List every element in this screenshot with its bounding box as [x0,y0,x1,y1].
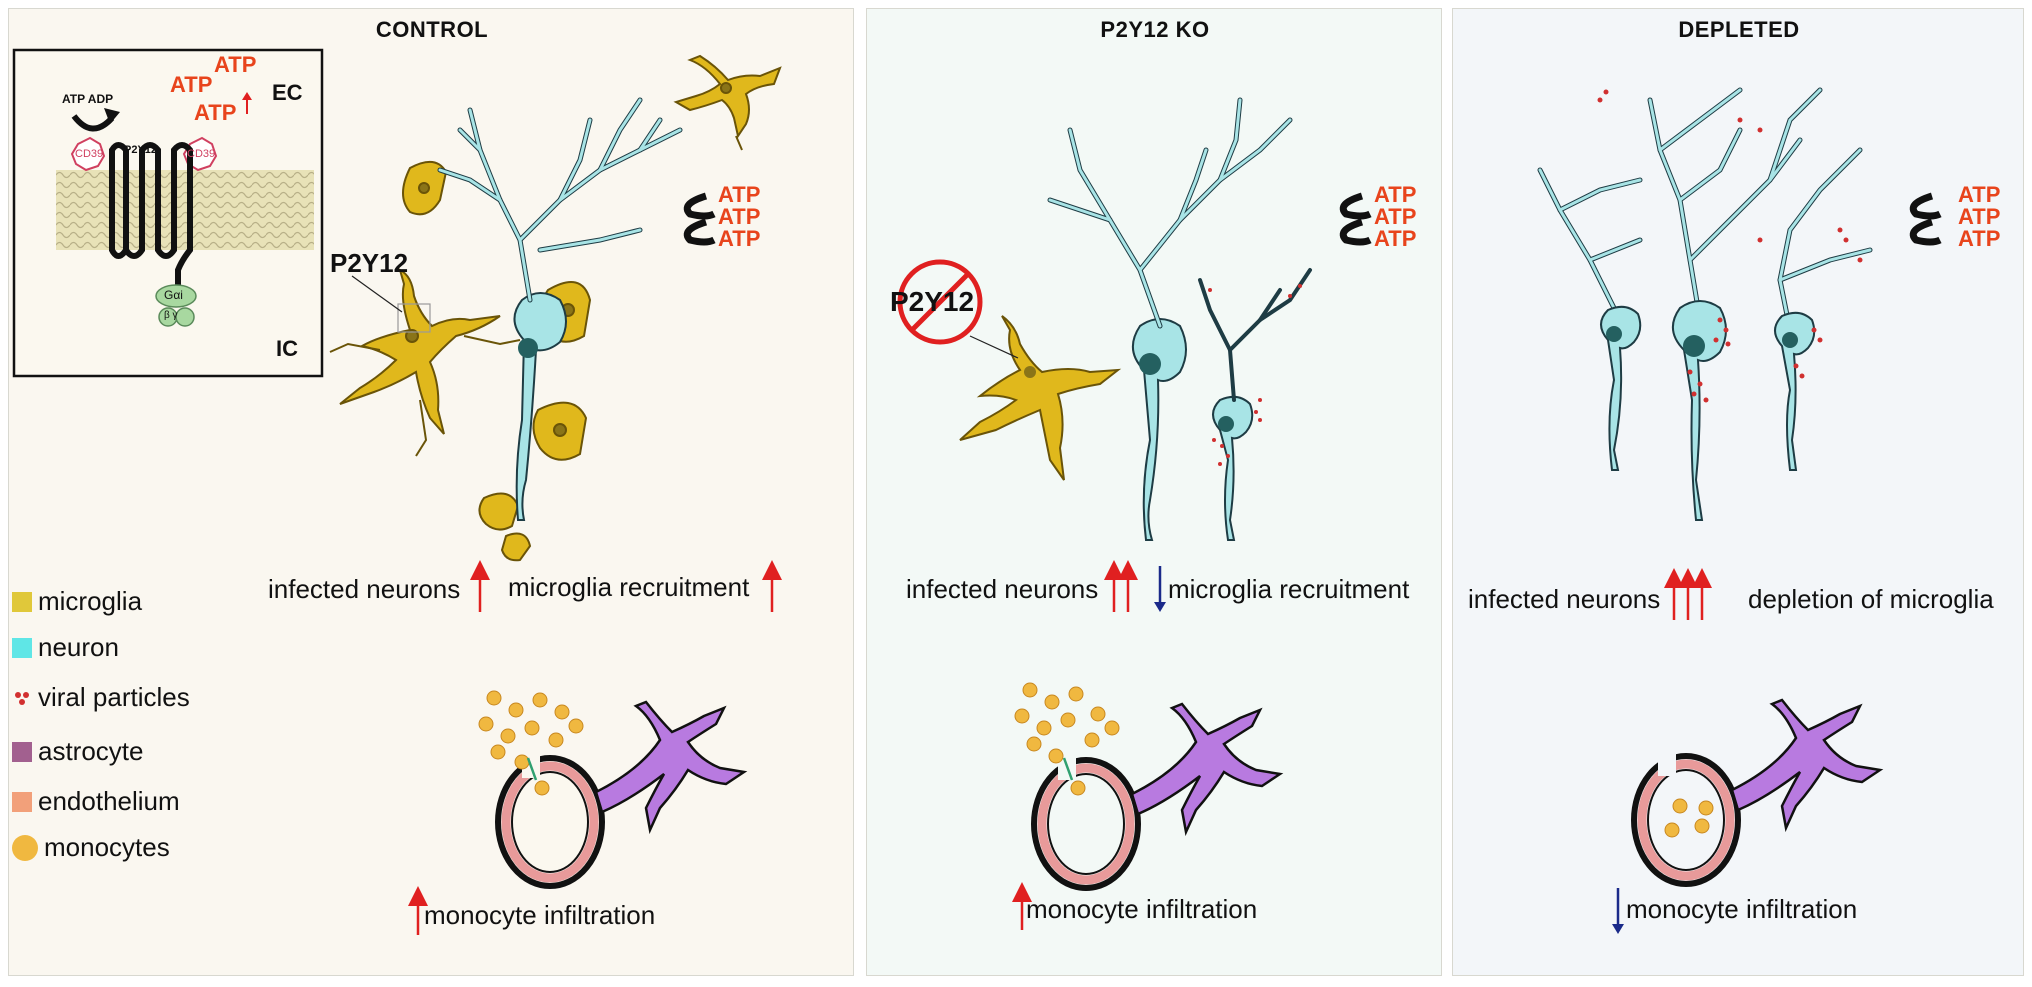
legend-label-viral-particles: viral particles [38,682,190,712]
control-microglia-processes [329,135,743,457]
control-astrocyte [594,700,748,835]
ko-neuron-1-nucleus [1139,353,1161,375]
ko-atp-2: ATP [1374,204,1417,229]
inset-betagamma-label: β γ [164,310,178,321]
depleted-viral-particles [1597,89,1863,403]
control-microglia-ramified [339,268,501,435]
legend-swatch-endothelium [12,791,32,812]
ko-atp-1: ATP [1374,182,1417,207]
legend-swatch-neuron [12,637,32,658]
legend-item-viral-particles: viral particles [12,682,190,713]
inset-galpha-label: Gαi [164,288,183,302]
control-microglia-amoeboid-4 [478,492,520,531]
depleted-atp-release-arrows [1909,192,1942,246]
cd39-left-icon [70,136,106,172]
atp-adp-conversion-arrow [71,114,115,132]
legend-item-endothelium: endothelium [12,786,180,817]
depleted-neuron-dendrites [1537,87,1873,333]
legend-swatch-viral-particles [12,688,32,708]
ko-microglia-nucleus [1024,366,1036,378]
ko-atp-3: ATP [1374,226,1417,251]
legend-label-microglia: microglia [38,586,143,616]
p2y12-pointer-line [351,275,403,313]
control-extravasation-arrow [526,757,538,781]
inset-atp-adp-label: ATP ADP [62,92,114,106]
p2y12-receptor-icon [123,142,193,300]
ko-neuron-2-dendrites [1198,268,1312,402]
panel-p2y12-ko: P2Y12 KO [866,8,1442,976]
inset-ic-label: IC [276,336,298,361]
ko-pointer-line [969,335,1019,359]
legend-item-monocytes: monocytes [12,832,170,863]
depleted-astrocyte [1730,698,1884,833]
g-alpha-icon [155,284,197,308]
ko-neuron-2 [1212,395,1254,541]
legend-swatch-monocytes [12,834,38,861]
p2y12-highlight-box [397,303,431,333]
control-atp-1: ATP [718,182,761,207]
depleted-atp-2: ATP [1958,204,2001,229]
ko-neuron-1 [1132,318,1187,541]
legend-item-neuron: neuron [12,632,119,663]
depleted-blood-vessel [1631,750,1741,887]
control-monocyte-infiltration-caption: monocyte infiltration [424,900,656,930]
inset-membrane-box [12,48,324,378]
cell-membrane [56,170,314,250]
legend-label-astrocyte: astrocyte [38,736,144,766]
depleted-monocyte-infiltration-caption: monocyte infiltration [1626,894,1858,924]
control-atp-2: ATP [718,204,761,229]
control-microglia-amoeboid-5 [500,532,532,562]
depleted-atp-3: ATP [1958,226,2001,251]
ko-p2y12-label: P2Y12 [890,286,975,317]
control-microglia-top [673,54,782,139]
ko-microglia-recruitment-caption: microglia recruitment [1168,574,1410,604]
control-neuron-nucleus [518,338,538,358]
ko-microglia [959,315,1122,481]
ko-blood-vessel [1031,754,1141,891]
control-blood-vessel [495,752,605,889]
depleted-depletion-caption: depletion of microglia [1748,584,1994,614]
ko-atp-release-arrows [1339,192,1372,246]
inset-cd39-left-label: CD39 [75,148,104,160]
panel-title-depleted: DEPLETED [1678,17,1800,42]
ko-p2y12-block-icon [897,259,983,345]
depleted-monocytes [1664,798,1714,838]
legend-label-neuron: neuron [38,632,119,662]
depleted-atp-1: ATP [1958,182,2001,207]
control-atp-3: ATP [718,226,761,251]
inset-p2y12-label: P2Y12 [124,144,158,156]
inset-atp-label-2: ATP [170,72,213,97]
g-gamma-icon [175,307,195,327]
ko-monocytes [1014,682,1120,796]
control-atp-release-arrows [683,192,716,246]
control-infected-neurons-caption: infected neurons [268,574,461,604]
legend-item-astrocyte: astrocyte [12,736,144,767]
control-microglia-recruitment-caption: microglia recruitment [508,572,750,602]
ko-astrocyte [1130,702,1284,837]
inset-atp-label-1: ATP [214,52,257,77]
ko-viral-particles [1208,284,1302,466]
inset-atp-label-3: ATP [194,100,237,125]
ko-monocyte-infiltration-caption: monocyte infiltration [1026,894,1258,924]
legend-swatch-microglia [12,591,32,612]
depleted-neurons [1600,300,1816,521]
control-p2y12-label: P2Y12 [330,248,409,278]
ko-infected-neurons-caption: infected neurons [906,574,1099,604]
legend-swatch-astrocyte [12,741,32,762]
panel-title-control: CONTROL [375,17,489,42]
legend-label-monocytes: monocytes [44,832,170,862]
legend-label-endothelium: endothelium [38,786,180,816]
inset-cd39-right-label: CD39 [187,148,216,160]
legend-item-microglia: microglia [12,586,142,617]
panel-title-p2y12-ko: P2Y12 KO [1100,17,1210,42]
control-monocytes [478,690,584,796]
depleted-infected-neurons-caption: infected neurons [1468,584,1661,614]
inset-ec-label: EC [272,80,303,105]
